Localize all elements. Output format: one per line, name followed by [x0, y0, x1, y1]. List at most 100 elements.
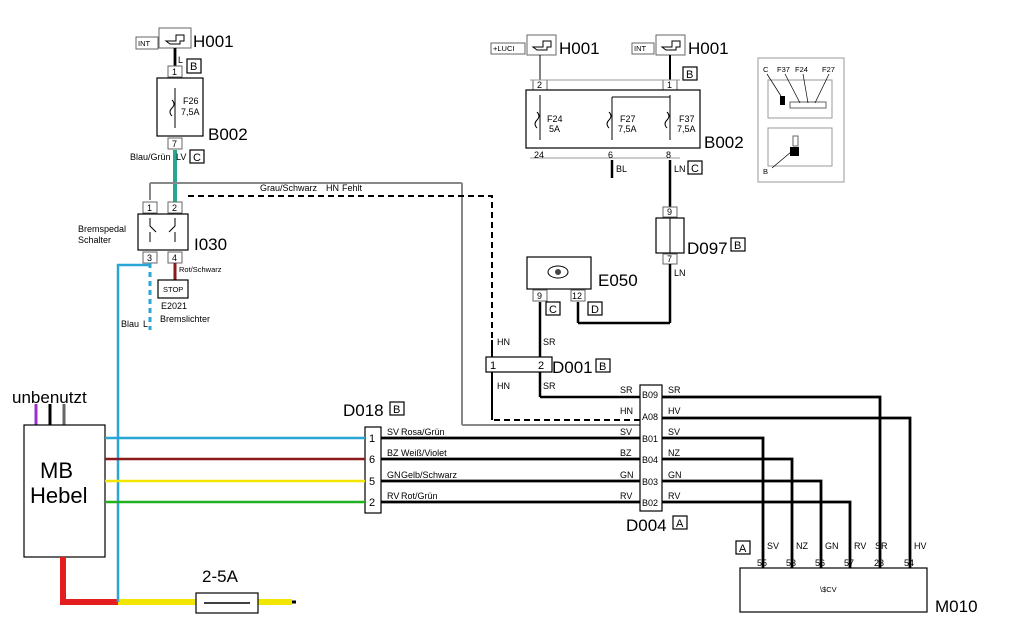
wire-color-label: Rosa/Grün: [401, 427, 445, 437]
svg-text:SR: SR: [543, 381, 556, 391]
svg-text:BL: BL: [616, 164, 627, 174]
d018-pin-label: 5: [369, 476, 375, 488]
svg-text:C: C: [549, 304, 557, 316]
svg-text:M010: M010: [935, 597, 978, 616]
wire-rv-d004-m010: [662, 500, 852, 568]
wire-code-label: RV: [387, 491, 399, 501]
svg-text:B: B: [393, 404, 400, 416]
svg-text:HN: HN: [497, 381, 510, 391]
svg-text:LN: LN: [674, 164, 686, 174]
d004-pin-label: B02: [642, 498, 658, 508]
d004-pin-label: B04: [642, 455, 658, 465]
svg-text:H001: H001: [559, 39, 600, 58]
m010-module: M010 A \$CV SR 23 HV 54: [735, 540, 978, 616]
svg-text:Grau/Schwarz: Grau/Schwarz: [260, 183, 318, 193]
svg-text:SR: SR: [875, 541, 888, 551]
svg-text:A08: A08: [642, 412, 658, 422]
svg-text:7,5A: 7,5A: [677, 124, 696, 134]
m010-code-label: SV: [767, 541, 779, 551]
svg-text:Blau/Grün: Blau/Grün: [130, 152, 171, 162]
svg-text:Blau: Blau: [121, 319, 139, 329]
svg-text:Fehlt: Fehlt: [342, 183, 363, 193]
wire-color-label: Gelb/Schwarz: [401, 470, 458, 480]
svg-text:2: 2: [537, 80, 542, 90]
svg-text:HN: HN: [497, 337, 510, 347]
b002-right-fusebox: F24 5A F27 7,5A F37 7,5A B002 24 6 8 BL …: [525, 79, 744, 207]
svg-text:Rot/Schwarz: Rot/Schwarz: [179, 265, 222, 274]
wire-gn-d004-m010: [662, 479, 823, 568]
svg-text:F37: F37: [777, 65, 790, 74]
svg-text:Hebel: Hebel: [30, 483, 87, 508]
svg-text:B: B: [686, 69, 693, 81]
d004-pin-label: B01: [642, 434, 658, 444]
wire-code-label: SV: [387, 427, 399, 437]
m010-code-label: RV: [854, 541, 866, 551]
svg-text:SR: SR: [620, 385, 633, 395]
svg-text:A: A: [676, 518, 684, 530]
svg-text:+LUCI: +LUCI: [493, 44, 514, 53]
h001-left: INT H001 L 1 B: [135, 27, 234, 78]
svg-text:8: 8: [666, 150, 671, 160]
d018-pin-label: 2: [369, 497, 375, 509]
svg-text:F24: F24: [795, 65, 808, 74]
d018-pin-label: 1: [369, 433, 375, 445]
d004-out-code: RV: [668, 491, 680, 501]
svg-text:B: B: [599, 361, 606, 373]
svg-text:L: L: [178, 55, 183, 65]
svg-text:7: 7: [667, 254, 672, 264]
svg-text:H001: H001: [688, 39, 729, 58]
svg-text:1: 1: [147, 203, 152, 213]
svg-text:A: A: [739, 543, 747, 555]
h001-right: INT H001 1 B: [631, 34, 729, 91]
svg-text:B: B: [763, 167, 768, 176]
d004-in-code: RV: [620, 491, 632, 501]
svg-text:INT: INT: [634, 44, 647, 53]
svg-text:F26: F26: [183, 96, 199, 106]
m010-pin-label: 57: [844, 558, 854, 568]
svg-text:E050: E050: [598, 271, 638, 290]
wire-color-label: Weiß/Violet: [401, 448, 447, 458]
wire-code-label: GN: [387, 470, 401, 480]
svg-text:2: 2: [172, 203, 177, 213]
m010-code-label: GN: [825, 541, 839, 551]
d004-in-code: BZ: [620, 448, 632, 458]
m010-pin-label: 56: [815, 558, 825, 568]
svg-text:F37: F37: [679, 114, 695, 124]
svg-text:23: 23: [874, 558, 884, 568]
svg-text:C: C: [763, 65, 769, 74]
i030-label: I030: [194, 235, 227, 254]
b002-right-label: B002: [704, 133, 744, 152]
b002-left-label: B002: [208, 125, 248, 144]
svg-text:F27: F27: [620, 114, 636, 124]
m010-pin-label: 53: [786, 558, 796, 568]
svg-text:STOP: STOP: [163, 285, 183, 294]
h001-left-label: H001: [193, 32, 234, 51]
d004-pin-label: B03: [642, 477, 658, 487]
d001-connector: HN SR 1 2 D001 B HN SR: [485, 337, 640, 399]
svg-text:Bremspedal: Bremspedal: [78, 224, 126, 234]
svg-text:C: C: [193, 152, 201, 164]
svg-text:54: 54: [904, 558, 914, 568]
b002-left-fusebox: F26 7,5A B002 7 Blau/Grün LV C: [130, 77, 248, 210]
svg-text:HN: HN: [326, 183, 339, 193]
fusebox-location-inset: C F37 F24 F27 B: [757, 57, 845, 183]
d004-out-code: NZ: [668, 448, 680, 458]
svg-text:2: 2: [538, 360, 544, 372]
svg-text:9: 9: [667, 207, 672, 217]
e2021-brake-lights: STOP E2021 Bremslichter: [157, 279, 210, 324]
svg-text:5A: 5A: [549, 124, 560, 134]
d004-in-code: SV: [620, 427, 632, 437]
svg-text:B: B: [190, 61, 197, 73]
svg-text:1: 1: [667, 80, 672, 90]
svg-text:D018: D018: [343, 401, 384, 420]
svg-text:4: 4: [172, 253, 177, 263]
wire-sv-d004-m010: [662, 436, 765, 568]
svg-text:F27: F27: [822, 65, 835, 74]
svg-text:L: L: [143, 319, 148, 329]
svg-text:9: 9: [537, 291, 542, 301]
m010-code-label: NZ: [796, 541, 808, 551]
i030-brake-switch: Grau/Schwarz HN Fehlt 1 2 Bremspedal Sch…: [78, 182, 640, 426]
svg-text:24: 24: [534, 150, 544, 160]
